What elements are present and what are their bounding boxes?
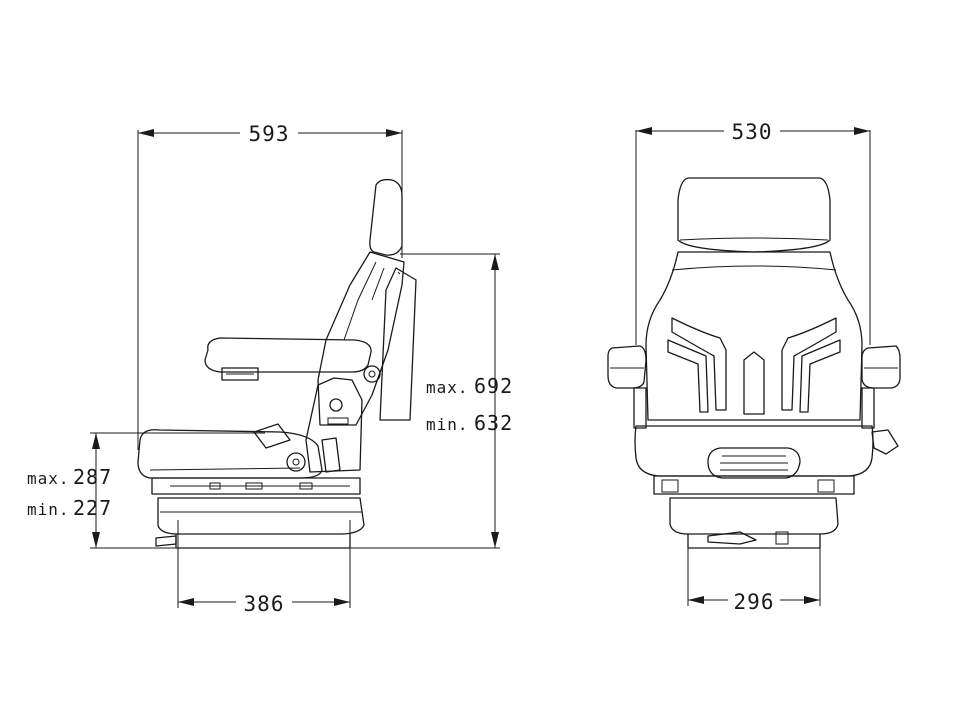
seat-side-outline — [137, 178, 417, 549]
seat-height-min-value: 227 — [73, 496, 112, 520]
overall-height-min-label: min. — [426, 415, 469, 434]
overall-height-max-label: max. — [426, 378, 469, 397]
overall-depth-value: 593 — [249, 122, 290, 146]
overall-width-value: 530 — [732, 120, 773, 144]
dimension-front-base-width: 296 — [687, 548, 821, 614]
front-view: 530 296 — [607, 120, 901, 614]
seat-height-min-label: min. — [27, 500, 70, 519]
dimension-overall-width: 530 — [635, 120, 871, 345]
side-view: 593 max. 692 min. 632 max. 287 min. 227 — [27, 122, 513, 616]
seat-front-outline — [607, 177, 901, 549]
front-base-width-value: 296 — [734, 590, 775, 614]
dimension-overall-height: max. 692 min. 632 — [400, 253, 513, 548]
dimension-side-base-width: 386 — [177, 520, 351, 616]
seat-height-max-value: 287 — [73, 465, 112, 489]
overall-height-max-value: 692 — [474, 374, 513, 398]
side-base-width-value: 386 — [244, 592, 285, 616]
seat-height-max-label: max. — [27, 469, 70, 488]
dimension-seat-height: max. 287 min. 227 — [27, 432, 500, 549]
overall-height-min-value: 632 — [474, 411, 513, 435]
dimension-overall-depth: 593 — [137, 122, 403, 450]
